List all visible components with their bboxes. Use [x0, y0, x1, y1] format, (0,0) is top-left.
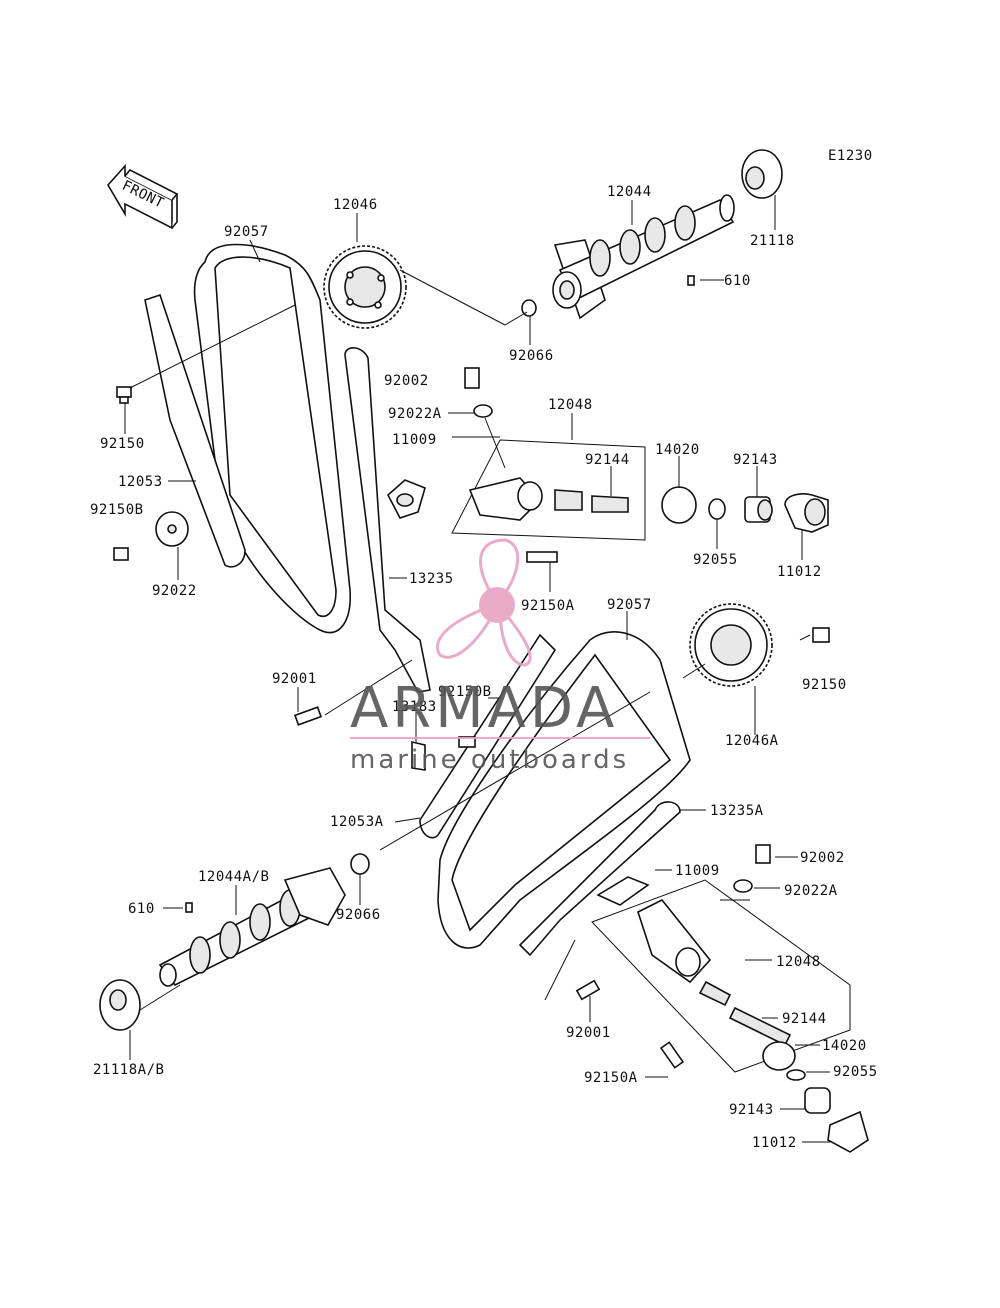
part-labels: 12046 12044 21118 610 92066 92057 92150 … — [90, 184, 878, 1151]
bolt-92150A-bottom — [659, 1041, 685, 1069]
label-14020-top: 14020 — [655, 442, 700, 458]
label-92001-bottom: 92001 — [566, 1025, 611, 1041]
label-11009-bottom: 11009 — [675, 863, 720, 879]
label-12044: 12044 — [607, 184, 652, 200]
label-12046A: 12046A — [725, 733, 779, 749]
flange-21118 — [741, 149, 783, 199]
label-92022A-bottom: 92022A — [784, 883, 838, 899]
label-610-top: 610 — [724, 273, 751, 289]
label-92144-bottom: 92144 — [782, 1011, 827, 1027]
label-11012-bottom: 11012 — [752, 1135, 797, 1151]
label-92150A-bottom: 92150A — [584, 1070, 638, 1086]
label-92143-top: 92143 — [733, 452, 778, 468]
label-92057-top: 92057 — [224, 224, 269, 240]
plug-92066-top — [521, 299, 537, 317]
nut-14020-top — [661, 486, 697, 524]
leader-lines — [124, 195, 830, 1143]
collar-92143-top — [744, 496, 773, 523]
label-21118AB: 21118A/B — [93, 1062, 164, 1078]
label-12053: 12053 — [118, 474, 163, 490]
cam-chain-inner-top — [214, 256, 337, 617]
bolt-92150A-top — [526, 551, 558, 563]
label-12046: 12046 — [333, 197, 378, 213]
cam-sprocket-12046A — [689, 603, 773, 687]
bolt-92001-top — [293, 706, 323, 726]
label-11012-top: 11012 — [777, 564, 822, 580]
label-13183: 13183 — [392, 699, 437, 715]
bolt-92002-top — [464, 367, 480, 389]
label-14020-bottom: 14020 — [822, 1038, 867, 1054]
camshaft-12044 — [552, 194, 735, 320]
label-92001-top: 92001 — [272, 671, 317, 687]
collar-92143-bottom — [804, 1087, 831, 1114]
label-92150-right: 92150 — [802, 677, 847, 693]
cam-chain-92057-bottom — [437, 631, 691, 949]
label-21118: 21118 — [750, 233, 795, 249]
label-12053A: 12053A — [330, 814, 384, 830]
bolt-92001-bottom — [575, 979, 601, 1001]
chain-guide-13235 — [344, 347, 431, 693]
watermark-brand: ARMADA — [350, 676, 618, 741]
gasket-11009-bottom — [596, 876, 650, 906]
label-92022: 92022 — [152, 583, 197, 599]
label-92057-mid: 92057 — [607, 597, 652, 613]
label-92066-top: 92066 — [509, 348, 554, 364]
label-13235: 13235 — [409, 571, 454, 587]
label-11009-top: 11009 — [392, 432, 437, 448]
cam-sprocket-12046 — [323, 245, 407, 329]
cap-11012-bottom — [827, 1110, 869, 1153]
label-92022A-top: 92022A — [388, 406, 442, 422]
cam-chain-inner-bottom — [451, 653, 672, 932]
flange-21118AB — [99, 979, 141, 1031]
pin-610-top — [687, 275, 695, 286]
nut-14020-bottom — [762, 1041, 796, 1071]
washer-92022A-bottom — [733, 879, 753, 893]
label-12044AB: 12044A/B — [198, 869, 269, 885]
label-12048-top: 12048 — [548, 397, 593, 413]
front-arrow-icon: FRONT — [107, 163, 179, 230]
bolt-92150B-left — [113, 547, 129, 561]
label-92002-top: 92002 — [384, 373, 429, 389]
label-92055-top: 92055 — [693, 552, 738, 568]
cap-11012-top — [784, 493, 829, 533]
bolt-92150-right — [812, 627, 830, 643]
label-92055-bottom: 92055 — [833, 1064, 878, 1080]
label-92150B-mid: 92150B — [438, 684, 492, 700]
label-13235A: 13235A — [710, 803, 764, 819]
label-92143-bottom: 92143 — [729, 1102, 774, 1118]
plug-92066-bottom — [350, 853, 370, 875]
diagram-code: E1230 — [828, 148, 873, 164]
label-92144-top: 92144 — [585, 452, 630, 468]
label-92002-bottom: 92002 — [800, 850, 845, 866]
washer-92022 — [155, 511, 189, 547]
propeller-logo-icon — [436, 538, 532, 667]
bolt-92002-bottom — [755, 844, 771, 864]
label-92150-left: 92150 — [100, 436, 145, 452]
bolt-92150-left — [116, 386, 132, 404]
label-92150A-top: 92150A — [521, 598, 575, 614]
label-92150B-left: 92150B — [90, 502, 144, 518]
chain-guide-13235A — [518, 801, 681, 957]
cam-chain-92057-top — [193, 243, 351, 634]
pin-610-bottom — [185, 902, 193, 913]
armada-watermark: ARMADA marine outboards — [350, 538, 650, 775]
washer-92022A-top — [473, 404, 493, 418]
oring-92055-top — [708, 498, 726, 520]
label-610-bottom: 610 — [128, 901, 155, 917]
gasket-11009-top — [387, 479, 426, 519]
watermark-tagline: marine outboards — [350, 745, 629, 775]
chain-guide-12053 — [144, 293, 246, 568]
camshaft-12044AB — [158, 867, 346, 987]
oring-92055-bottom — [786, 1069, 806, 1081]
label-12048-bottom: 12048 — [776, 954, 821, 970]
tensioner-12048-top — [451, 436, 646, 541]
tensioner-12048-bottom — [591, 879, 851, 1073]
label-92066-bottom: 92066 — [336, 907, 381, 923]
bracket-13183 — [411, 740, 426, 771]
